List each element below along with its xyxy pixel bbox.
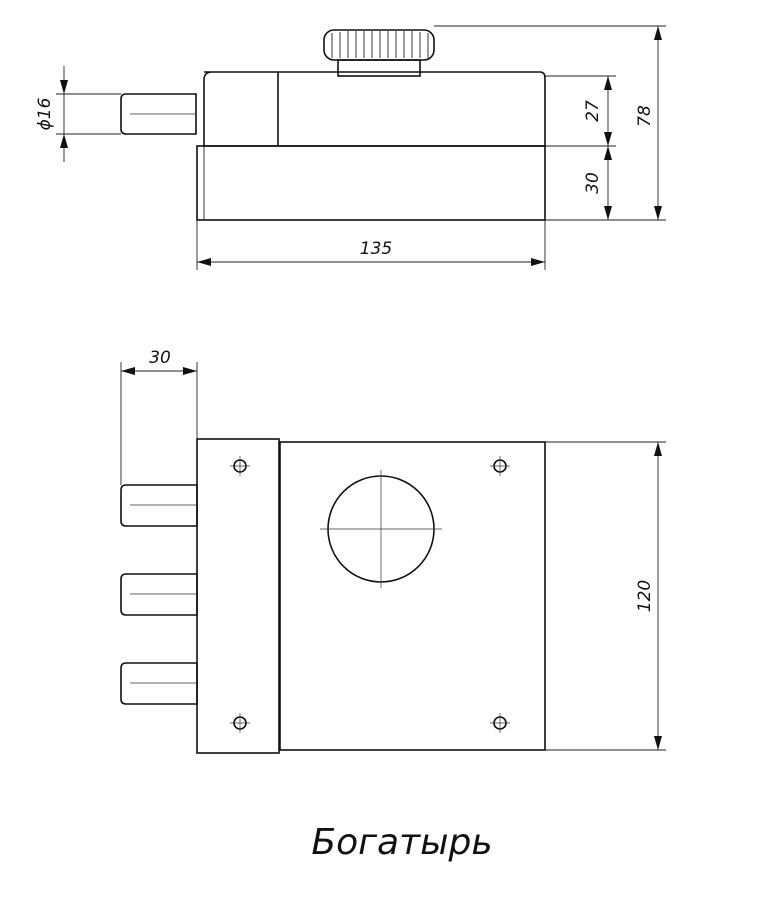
dim-height-upper: 27 (545, 75, 616, 147)
bolts (120, 484, 198, 705)
lock-body-top (203, 71, 546, 147)
strike-plate (196, 145, 546, 221)
faceplate (196, 438, 280, 754)
dim-bolt-throw-label: 30 (149, 348, 171, 368)
dim-length: 135 (196, 220, 546, 270)
lock-body-front (279, 441, 546, 751)
dim-diameter-label: ϕ16 (35, 97, 55, 130)
knob (323, 29, 435, 77)
front-view: 30 120 (120, 348, 666, 754)
bolt-top (120, 93, 197, 135)
cylinder-hole (320, 470, 442, 588)
product-caption: Богатырь (311, 822, 492, 863)
screw-holes (230, 456, 510, 733)
dim-height-lower: 30 (545, 146, 616, 221)
dim-height-lower-label: 30 (583, 172, 603, 194)
dim-diameter: ϕ16 (35, 66, 121, 162)
dim-front-height: 120 (545, 441, 666, 751)
dim-front-height-label: 120 (635, 580, 655, 612)
dim-height-upper-label: 27 (583, 100, 603, 122)
dim-bolt-throw: 30 (120, 348, 198, 485)
top-view: ϕ16 27 30 78 (35, 25, 666, 270)
dim-total-height: 78 (434, 25, 666, 221)
dim-total-height-label: 78 (635, 105, 655, 127)
dim-length-label: 135 (360, 239, 392, 259)
